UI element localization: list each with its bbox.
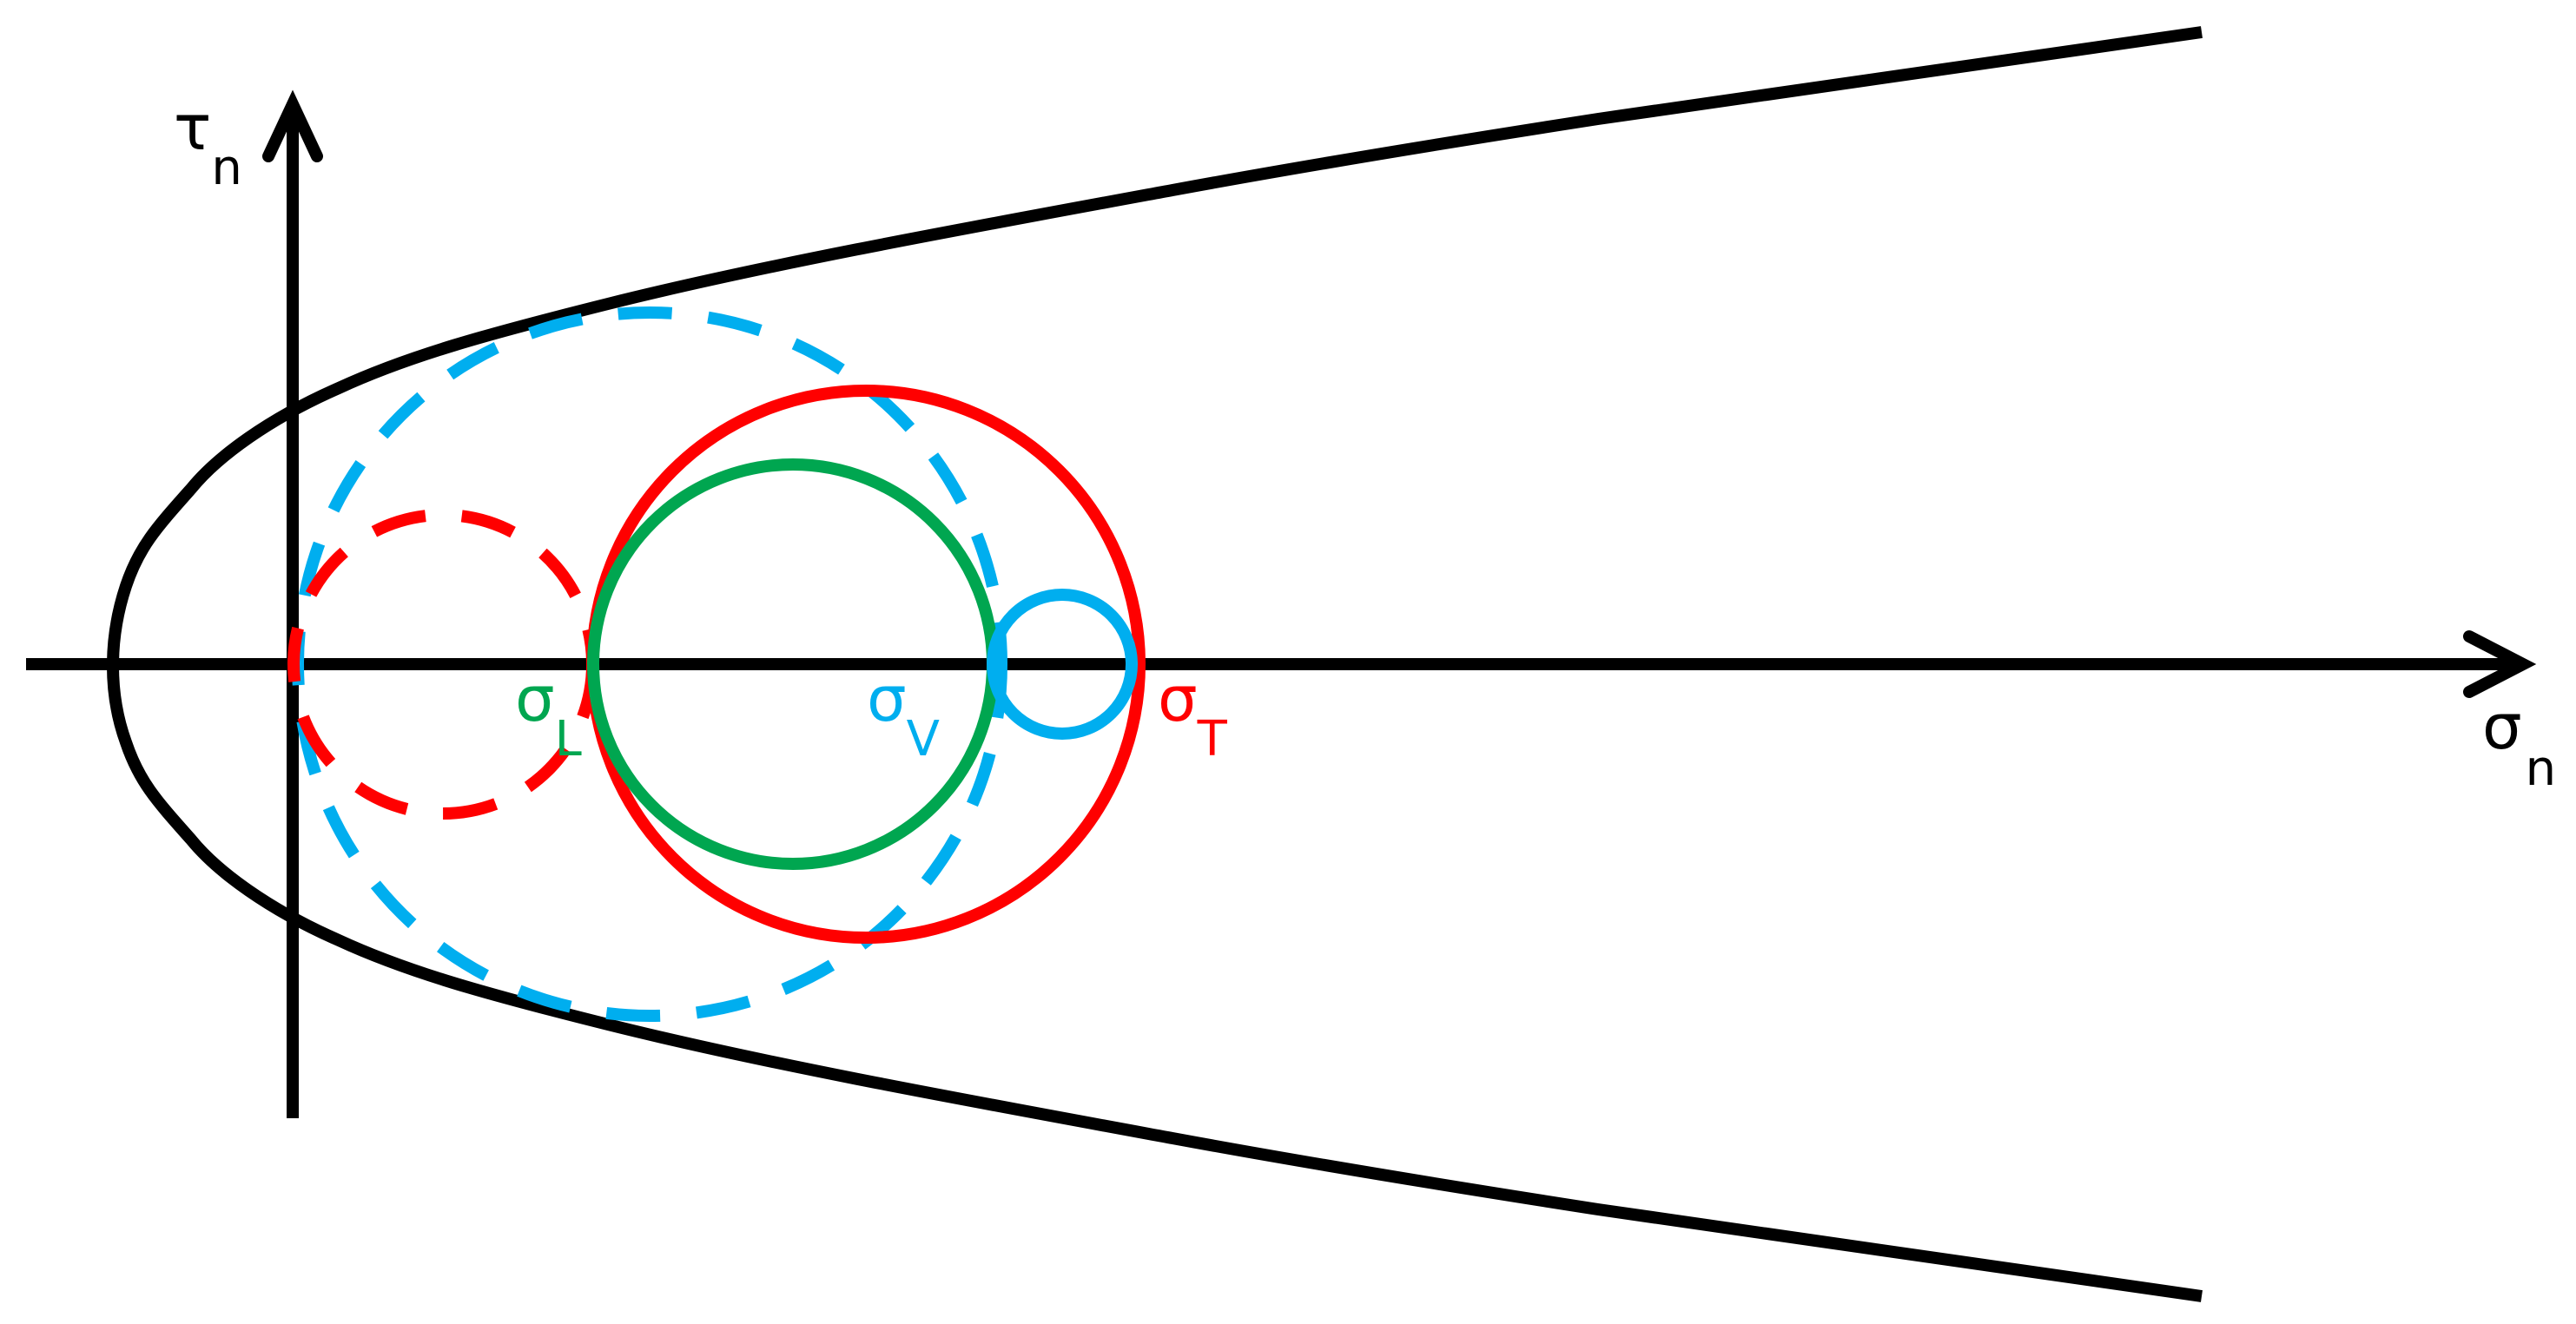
tau-n-label: τn <box>174 91 242 196</box>
sigma-n-label: σn <box>2482 690 2556 797</box>
sigma-n-arrowhead <box>2463 630 2537 698</box>
sigma-T-label: σT <box>1158 662 1228 767</box>
small-blue-circle <box>987 589 1138 740</box>
tau-n-arrowhead <box>262 89 323 162</box>
sigma-L-label: σL <box>515 662 582 767</box>
sigma-V-label: σV <box>867 662 940 767</box>
